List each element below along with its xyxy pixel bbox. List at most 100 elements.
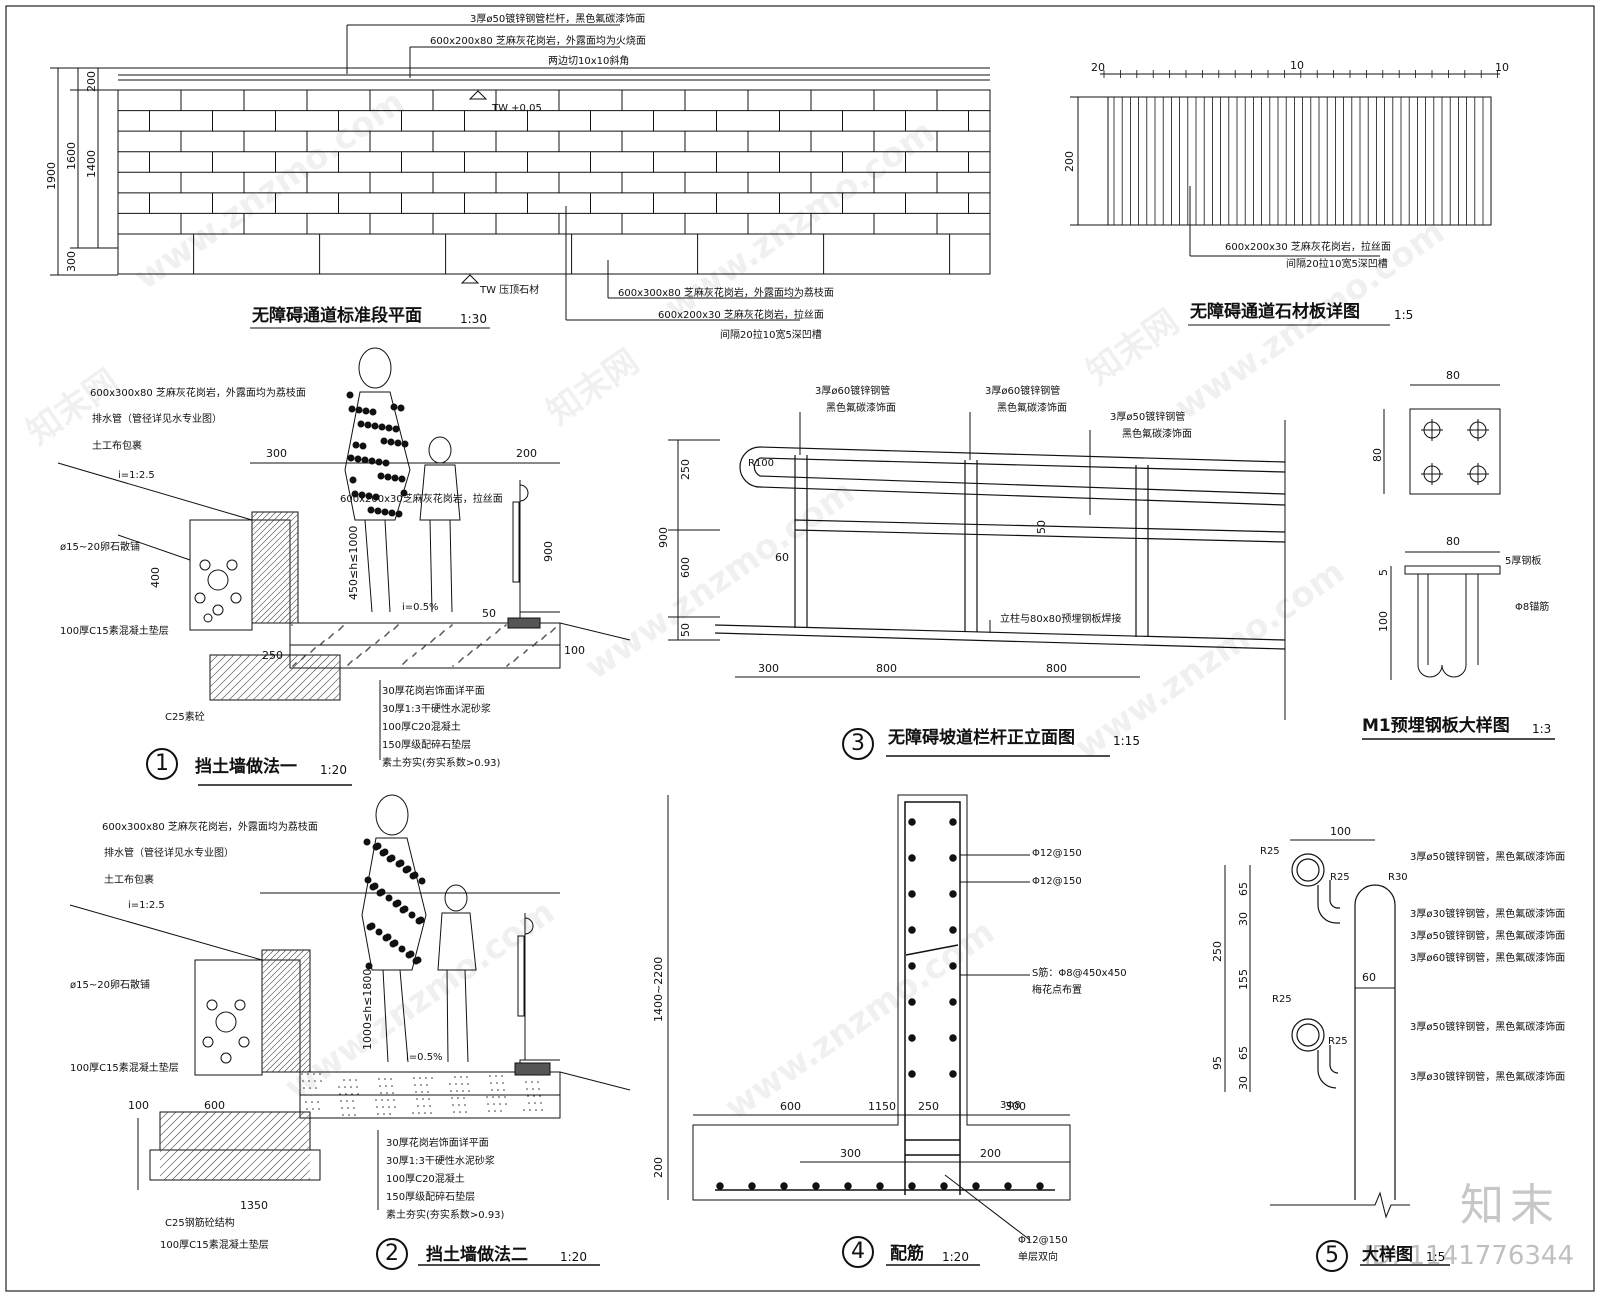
embedded-plate	[1383, 384, 1501, 680]
detail-title: 大样图	[1362, 1245, 1413, 1265]
stone-note: 600x200x30 芝麻灰花岗岩，拉丝面	[1225, 242, 1391, 253]
railing-elevation	[668, 412, 1286, 720]
w1-note-geo: 土工布包裹	[92, 441, 142, 452]
stone-dim-right: 10	[1495, 61, 1509, 74]
wall-2-hatch	[160, 950, 310, 1180]
rebar-note-5: Φ12@150	[1018, 1235, 1068, 1246]
w1-layer: 素土夯实(夯实系数>0.93)	[382, 758, 501, 769]
detail-scale: 1:5	[1426, 1250, 1446, 1264]
rail-r100: R100	[748, 458, 775, 469]
stone-title: 无障碍通道石材板详图	[1190, 302, 1360, 322]
stone-note2: 间隔20拉10宽5深凹槽	[1286, 259, 1388, 270]
plate-title: M1预埋钢板大样图	[1362, 716, 1510, 736]
figure-woman-2	[361, 794, 427, 1063]
stone-dim-mid: 10	[1290, 59, 1304, 72]
stone-scale: 1:5	[1394, 308, 1414, 322]
pipe-r25: R25	[1272, 994, 1292, 1005]
rail-note-1b: 黑色氟碳漆饰面	[826, 403, 896, 414]
w1-layer: 150厚级配碎石垫层	[382, 740, 472, 751]
w2-layer: 30厚1:3干硬性水泥砂浆	[386, 1156, 495, 1167]
rebar-d250: 250	[918, 1100, 939, 1113]
pipe-vdim: 250	[1211, 941, 1224, 962]
rebar-note-5b: 单层双向	[1018, 1252, 1058, 1263]
w1-d300: 300	[266, 447, 287, 460]
rebar-d300b: 300	[840, 1147, 861, 1160]
pipe-note: 3厚ø50镀锌钢管，黑色氟碳漆饰面	[1410, 852, 1566, 863]
w2-note-c15b: 100厚C15素混凝土垫层	[160, 1240, 269, 1251]
w1-note-drain: 排水管（管径详见水专业图）	[92, 414, 222, 425]
rail-d60: 60	[775, 551, 789, 564]
plate-note: 5厚钢板	[1505, 556, 1542, 567]
stone-detail	[1070, 70, 1500, 326]
pipe-note: 3厚ø50镀锌钢管，黑色氟碳漆饰面	[1410, 931, 1566, 942]
plan-paving-pattern	[117, 89, 990, 274]
w2-title: 挡土墙做法二	[426, 1245, 528, 1265]
pipe-vdim: 95	[1211, 1056, 1224, 1070]
w1-scale: 1:20	[320, 763, 347, 777]
rail-title: 无障碍坡道栏杆正立面图	[888, 728, 1075, 748]
rebar-title: 配筋	[890, 1244, 924, 1264]
figure-child-2	[437, 884, 477, 1063]
w1-note-stone: 600x300x80 芝麻灰花岗岩，外露面均为荔枝面	[90, 388, 306, 399]
rail-note-2: 3厚ø60镀锌钢管	[985, 386, 1061, 397]
detail-number: 5	[1316, 1240, 1348, 1272]
pipe-note: 3厚ø50镀锌钢管，黑色氟碳漆饰面	[1410, 1022, 1566, 1033]
stone-dim-left: 20	[1091, 61, 1105, 74]
w2-layer: 100厚C20混凝土	[386, 1174, 465, 1185]
wall-detail-2	[69, 892, 631, 1210]
pipe-r25: R25	[1260, 846, 1280, 857]
w2-layer: 素土夯实(夯实系数>0.93)	[386, 1210, 505, 1221]
pipe-r30: R30	[1388, 872, 1408, 883]
plan-dim: 1400	[85, 150, 98, 178]
plate-d100: 100	[1377, 611, 1390, 632]
w2-d1350: 1350	[240, 1199, 268, 1212]
pipe-d60: 60	[1362, 971, 1376, 984]
rebar-note-3: S筋：Φ8@450x450	[1032, 968, 1127, 979]
w1-slope: i=1:2.5	[118, 470, 155, 481]
pipe-vdim: 155	[1237, 969, 1250, 990]
w1-title: 挡土墙做法一	[195, 757, 297, 777]
w2-note-stone: 600x300x80 芝麻灰花岗岩，外露面均为荔枝面	[102, 822, 318, 833]
rail-note-1: 3厚ø60镀锌钢管	[815, 386, 891, 397]
concrete-speckle	[291, 624, 556, 667]
plate-d80c: 80	[1446, 535, 1460, 548]
w2-layer: 30厚花岗岩饰面详平面	[386, 1138, 489, 1149]
plan-note-wall: 600x300x80 芝麻灰花岗岩，外露面均为荔枝面	[618, 288, 834, 299]
pipe-vdim: 30	[1237, 1076, 1250, 1090]
rebar-h: 1400~2200	[652, 956, 665, 1022]
plan-view	[50, 24, 991, 329]
w2-h-range: 1000≤h≤1800	[361, 968, 374, 1050]
id-text: ID: 1141776344	[1363, 1241, 1574, 1271]
pipe-r25: R25	[1330, 872, 1350, 883]
rail-note-2b: 黑色氟碳漆饰面	[997, 403, 1067, 414]
rebar-d200b: 200	[980, 1147, 1001, 1160]
plan-tw-top: TW +0.05	[492, 103, 542, 114]
rail-post-note: 立柱与80x80预埋钢板焊接	[1000, 614, 1122, 625]
plate-scale: 1:3	[1532, 722, 1552, 736]
plan-dim: 1600	[65, 142, 78, 170]
plate-d5: 5	[1377, 569, 1390, 576]
w2-slope: i=1:2.5	[128, 900, 165, 911]
rail-d900: 900	[657, 527, 670, 548]
w2-i05: i=0.5%	[406, 1052, 443, 1063]
brand-logo: 知末	[1460, 1180, 1560, 1231]
pipe-d100: 100	[1330, 825, 1351, 838]
rebar-note-2: Φ12@150	[1032, 876, 1082, 887]
rail-bottom-dim: 300	[758, 662, 779, 675]
w2-scale: 1:20	[560, 1250, 587, 1264]
w1-d100: 100	[564, 644, 585, 657]
rebar-note-1: Φ12@150	[1032, 848, 1082, 859]
plan-dim: 200	[85, 71, 98, 92]
w1-d200: 200	[516, 447, 537, 460]
stone-dim-h: 200	[1063, 151, 1076, 172]
w1-layer: 30厚花岗岩饰面详平面	[382, 686, 485, 697]
pipe-vdim: 30	[1237, 912, 1250, 926]
rail-d50b: 50	[1035, 520, 1048, 534]
plan-note-cap: 600x200x80 芝麻灰花岗岩，外露面均为火烧面	[430, 36, 646, 47]
w2-note-drain: 排水管（管径详见水专业图）	[104, 848, 234, 859]
plan-note-floor2: 间隔20拉10宽5深凹槽	[720, 330, 822, 341]
w2-d100: 100	[128, 1099, 149, 1112]
pipe-r25: R25	[1328, 1036, 1348, 1047]
w2-note-geo: 土工布包裹	[104, 875, 154, 886]
